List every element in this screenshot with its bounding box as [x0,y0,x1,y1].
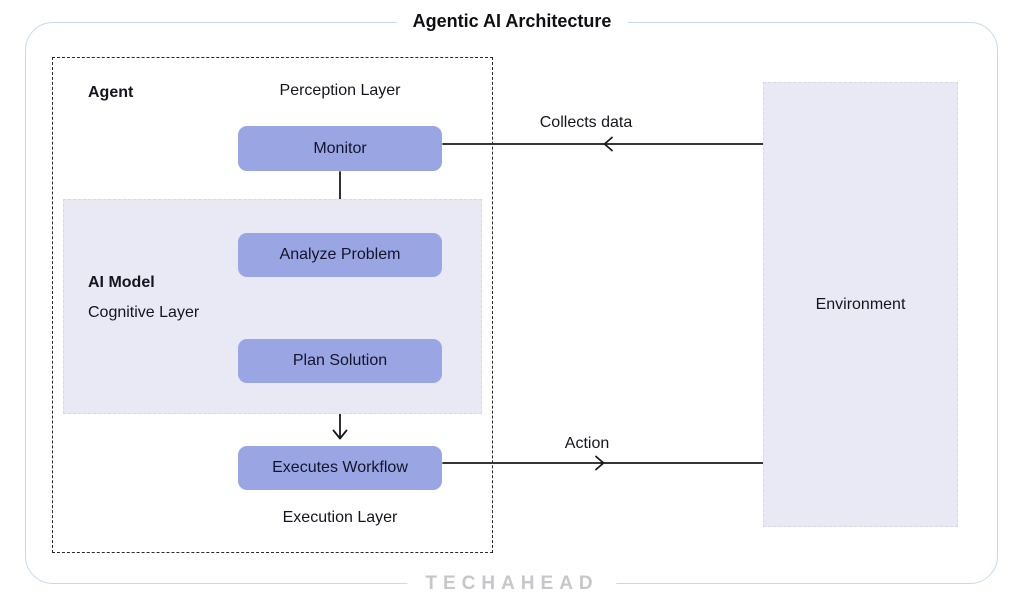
agent-label: Agent [88,84,134,101]
monitor-node: Monitor [238,126,442,171]
plan-solution-node: Plan Solution [238,339,442,383]
action-label: Action [564,435,610,452]
cognitive-layer-label: Cognitive Layer [88,304,200,321]
environment-box: Environment [763,82,958,527]
execution-layer-label: Execution Layer [282,509,398,526]
techahead-logo: TECHAHEAD [407,571,617,597]
environment-label: Environment [815,295,906,313]
collects-data-label: Collects data [539,114,633,131]
perception-layer-label: Perception Layer [279,82,401,99]
ai-model-label: AI Model [88,274,155,291]
agent-box [52,57,493,553]
analyze-problem-node: Analyze Problem [238,233,442,277]
page-title: Agentic AI Architecture [396,9,628,33]
executes-workflow-node: Executes Workflow [238,446,442,490]
